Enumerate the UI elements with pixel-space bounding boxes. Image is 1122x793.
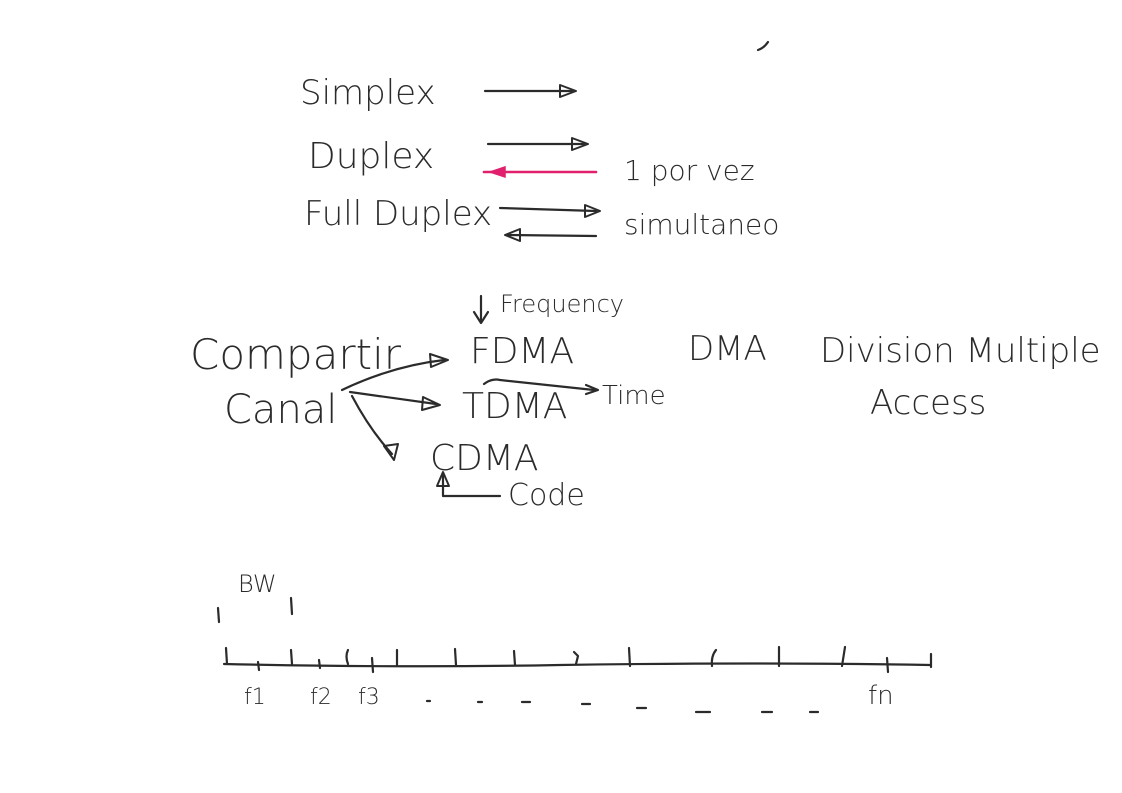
duplex-note: 1 por vez <box>624 154 755 187</box>
stray-mark <box>756 40 770 52</box>
bw-markers <box>216 596 294 624</box>
dma-meaning-line1: Division Multiple <box>820 331 1101 371</box>
f1-label: f1 <box>244 685 266 710</box>
frequency-axis <box>222 645 933 674</box>
bw-label: BW <box>238 570 277 598</box>
fdma-label: FDMA <box>470 331 574 372</box>
simplex-arrow <box>483 84 577 98</box>
branch-arrow-fdma <box>340 353 449 392</box>
frequency-arrow <box>472 294 490 325</box>
code-arrow <box>436 471 502 498</box>
time-arrow <box>482 378 600 396</box>
full-duplex-arrow-forward <box>498 204 601 218</box>
branch-arrow-cdma <box>350 394 399 461</box>
full-duplex-note: simultaneo <box>624 208 779 241</box>
dma-meaning-line2: Access <box>870 383 986 423</box>
time-label: Time <box>602 381 666 411</box>
ellipsis-dashes <box>425 699 820 714</box>
full-duplex-arrow-back <box>504 228 598 242</box>
simplex-label: Simplex <box>300 73 436 113</box>
compartir-label: Compartir <box>190 330 402 379</box>
duplex-arrow-forward <box>486 137 589 151</box>
fn-label: fn <box>868 681 894 711</box>
frequency-label: Frequency <box>500 290 624 318</box>
code-label: Code <box>508 478 585 513</box>
tdma-label: TDMA <box>462 386 567 427</box>
duplex-arrow-back-highlighted <box>482 165 598 179</box>
full-duplex-label: Full Duplex <box>304 194 492 234</box>
dma-label: DMA <box>688 329 767 369</box>
f2-label: f2 <box>310 685 332 710</box>
branch-arrow-tdma <box>348 390 441 411</box>
f3-label: f3 <box>358 685 380 710</box>
cdma-label: CDMA <box>430 438 539 479</box>
duplex-label: Duplex <box>308 136 434 177</box>
canal-label: Canal <box>224 387 337 433</box>
